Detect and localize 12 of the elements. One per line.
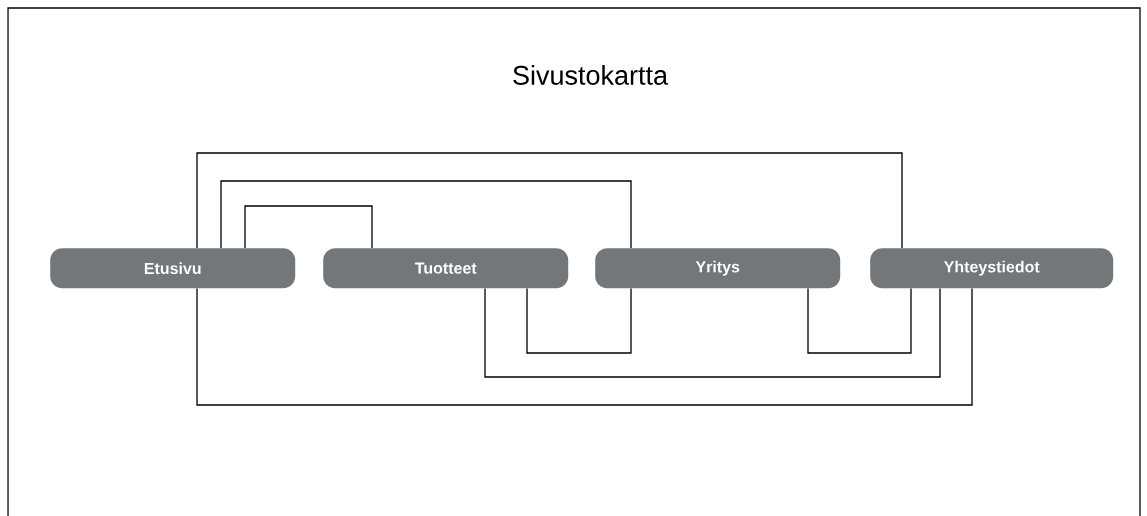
page-box: Etusivu <box>50 248 296 289</box>
page-box: Tuotteet <box>323 248 569 289</box>
connector-line <box>526 287 632 354</box>
page-box: Yhteystiedot <box>870 248 1114 289</box>
connector-line <box>484 287 941 378</box>
connector-line <box>807 287 912 354</box>
connector-line <box>196 287 973 406</box>
title: Sivustokartta <box>513 65 669 85</box>
connector-line <box>244 205 373 249</box>
page-box: Yritys <box>595 248 841 289</box>
connector-line <box>196 152 903 249</box>
connector-line <box>220 180 632 249</box>
